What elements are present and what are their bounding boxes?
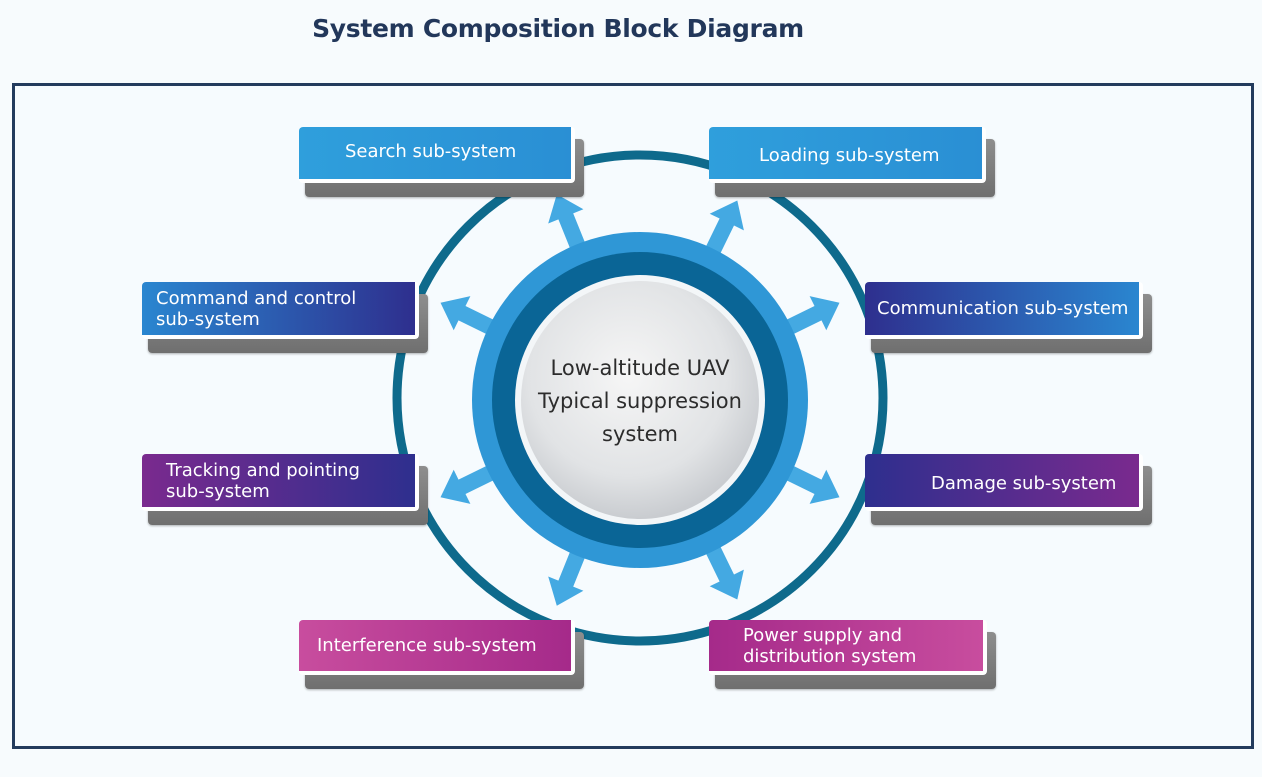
arrow-to-power — [702, 540, 744, 600]
arrow-to-interference — [548, 545, 588, 606]
subsystem-box: Tracking and pointing sub-system — [142, 454, 419, 511]
subsystem-command-control: Command and control sub-system — [142, 282, 428, 353]
subsystem-label: Tracking and pointing — [166, 460, 360, 481]
diagram-title: System Composition Block Diagram — [312, 14, 804, 43]
subsystem-box: Search sub-system — [299, 127, 575, 183]
subsystem-tracking-pointing: Tracking and pointing sub-system — [142, 454, 428, 525]
subsystem-label: Loading sub-system — [759, 145, 940, 166]
center-label-line: Typical suppression — [538, 389, 742, 413]
outer-ring — [392, 150, 888, 646]
subsystem-communication: Communication sub-system — [865, 282, 1152, 353]
subsystem-label: Search sub-system — [345, 141, 517, 162]
subsystem-label: Command and control — [156, 288, 357, 309]
subsystem-box: Loading sub-system — [709, 127, 986, 183]
subsystem-label: Damage sub-system — [931, 473, 1117, 494]
subsystem-interference: Interference sub-system — [299, 620, 584, 689]
subsystem-power-distribution: Power supply and distribution system — [709, 620, 996, 689]
subsystem-box: Interference sub-system — [299, 620, 575, 675]
arrow-to-damage — [780, 462, 840, 504]
center-label-line: Low-altitude UAV — [550, 356, 730, 380]
subsystem-label: sub-system — [166, 481, 270, 502]
subsystem-loading: Loading sub-system — [709, 127, 995, 197]
arrow-to-search — [548, 194, 588, 255]
subsystem-box: Communication sub-system — [865, 282, 1143, 339]
subsystem-label: sub-system — [156, 309, 260, 330]
subsystem-damage: Damage sub-system — [865, 454, 1152, 525]
subsystem-label: distribution system — [743, 646, 917, 667]
subsystem-label: Interference sub-system — [317, 635, 537, 656]
arrow-to-communication — [780, 296, 840, 338]
center-label: Low-altitude UAV Typical suppression sys… — [520, 352, 760, 451]
arrow-to-tracking — [440, 462, 500, 504]
subsystem-search: Search sub-system — [299, 127, 584, 197]
arrow-to-command — [440, 296, 500, 338]
subsystem-box: Command and control sub-system — [142, 282, 419, 339]
subsystem-box: Power supply and distribution system — [709, 620, 987, 675]
hub-core — [521, 281, 759, 519]
center-label-line: system — [602, 422, 678, 446]
subsystem-box: Damage sub-system — [865, 454, 1143, 511]
subsystem-label: Power supply and — [743, 625, 903, 646]
subsystem-label: Communication sub-system — [877, 298, 1129, 319]
arrow-to-loading — [702, 200, 744, 260]
